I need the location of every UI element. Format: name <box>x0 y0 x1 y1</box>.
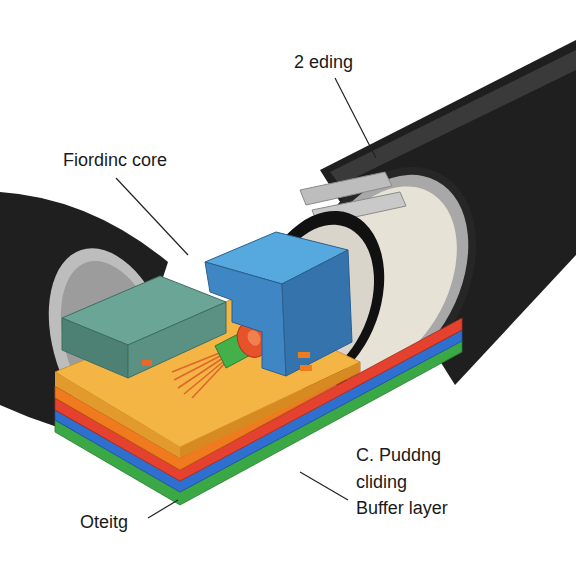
jacket-highlight <box>330 50 576 185</box>
blue-block-front <box>205 262 286 376</box>
part-label: C. Puddng <box>356 445 441 465</box>
part-label: Oteitg <box>80 512 128 532</box>
fibre-wire <box>174 355 222 380</box>
yellow-layer-side <box>55 372 180 458</box>
blue-block-side <box>282 250 352 376</box>
teal-block-front <box>62 318 128 378</box>
part-label: 2 eding <box>294 52 353 72</box>
part-label: Buffer layer <box>356 498 448 518</box>
blue-block-detail <box>300 365 312 371</box>
part-label: Fiordinc core <box>63 150 167 170</box>
leader-line <box>148 500 178 518</box>
leader-line <box>116 178 188 255</box>
blue-block-detail <box>298 352 310 358</box>
leader-line <box>300 472 348 500</box>
leader-line <box>335 78 376 158</box>
leader-lines <box>116 78 376 518</box>
fibre-wire <box>184 361 224 394</box>
fibre-wires <box>172 352 225 398</box>
yellow-layer-side <box>180 362 360 458</box>
part-label: cliding <box>356 472 407 492</box>
teal-block-detail <box>142 360 152 366</box>
fibre-wire <box>192 363 225 398</box>
